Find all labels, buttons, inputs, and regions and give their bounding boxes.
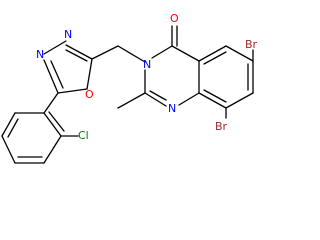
bond-ph1-ph2 <box>43 112 62 137</box>
bond-c5-n-double <box>50 60 64 89</box>
bond-n-n <box>43 40 67 55</box>
bond-c2q-methyl <box>117 92 146 109</box>
bond-ch2-n3 <box>117 45 146 63</box>
bond-ph5-ph6-double <box>7 118 19 138</box>
molecule-structure: N N O N N O Br Br Cl <box>1 12 258 164</box>
bond-n-c2 <box>65 44 93 60</box>
bond-o-c5 <box>57 88 88 94</box>
atom-n-oxadiazole-left: N <box>36 48 44 61</box>
bond-c4-c4a <box>171 45 200 62</box>
atom-br-upper: Br <box>245 38 258 51</box>
atom-n-oxadiazole-right: N <box>64 28 72 41</box>
bond-c2-ch2 <box>91 45 119 60</box>
bond-n1-c2q-double <box>149 90 167 101</box>
atom-o-oxadiazole: O <box>85 88 94 101</box>
bond-c5-phenyl <box>43 92 59 114</box>
bond-c2-o <box>86 58 93 90</box>
bond-ph5-ph6 <box>1 112 16 137</box>
bond-c5-n <box>43 59 59 94</box>
bond-ph2-ph3 <box>43 135 62 164</box>
atom-br-lower: Br <box>215 120 228 133</box>
bond-n1-c2q <box>144 92 167 107</box>
bond-ph4-ph5 <box>1 135 16 164</box>
bond-c5-c6 <box>225 45 254 62</box>
bond-c4a-c5-double <box>203 51 227 65</box>
bond-c4a-c5 <box>198 45 227 62</box>
bond-c7-c8 <box>225 92 254 109</box>
bonds <box>1 25 254 164</box>
bond-c8-c8a <box>198 92 227 109</box>
bond-c8-c8a-double <box>203 89 227 103</box>
atom-n3: N <box>143 58 151 71</box>
atom-labels: N N O N N O Br Br Cl <box>36 12 258 142</box>
atom-o-carbonyl: O <box>170 12 179 25</box>
atom-n1: N <box>168 102 176 115</box>
bond-n3-c4 <box>151 45 173 59</box>
bond-ph1-ph2-double <box>48 111 65 132</box>
bond-n-c2-double <box>65 49 88 62</box>
atom-cl: Cl <box>78 129 89 142</box>
bond-c8a-n1 <box>178 92 200 106</box>
